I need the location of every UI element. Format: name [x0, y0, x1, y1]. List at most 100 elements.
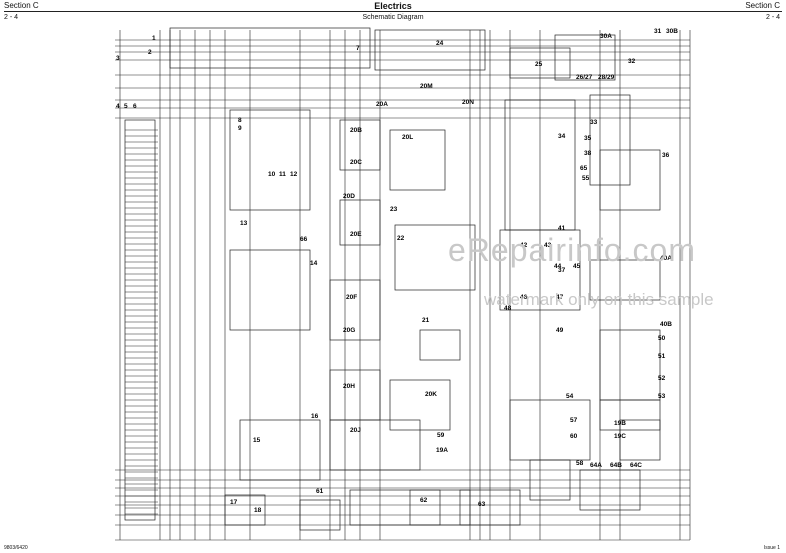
- section-label-left: Section C: [4, 1, 39, 10]
- module-box: [329, 369, 381, 421]
- component-label: 44: [554, 263, 562, 270]
- component-label: 58: [576, 460, 584, 467]
- component-label: 9: [238, 125, 242, 132]
- module-box: [389, 129, 446, 191]
- component-label: 30A: [600, 33, 612, 40]
- component-label: 15: [253, 437, 261, 444]
- component-label: 26/27: [576, 74, 593, 81]
- component-label: 18: [254, 507, 262, 514]
- component-label: 24: [436, 40, 444, 47]
- component-label: 35: [584, 135, 592, 142]
- component-label: 19B: [614, 420, 626, 427]
- component-label: 7: [356, 45, 360, 52]
- module-box: [169, 27, 371, 69]
- component-label: 2: [148, 49, 152, 56]
- component-label: 20E: [350, 231, 362, 238]
- module-box: [339, 199, 381, 246]
- component-label: 43: [544, 242, 552, 249]
- module-box: [229, 249, 311, 331]
- component-label: 48: [504, 305, 512, 312]
- component-label: 64C: [630, 462, 642, 469]
- module-box: [459, 489, 521, 526]
- component-label: 19C: [614, 433, 626, 440]
- component-label: 55: [582, 175, 590, 182]
- component-label: 60: [570, 433, 578, 440]
- module-box: [599, 399, 661, 431]
- module-box: [239, 419, 321, 481]
- component-label: 6: [133, 103, 137, 110]
- module-box: [299, 499, 341, 531]
- component-label: 51: [658, 353, 666, 360]
- component-label: 20D: [343, 193, 355, 200]
- component-label: 3: [116, 55, 120, 62]
- component-label: 20A: [376, 101, 388, 108]
- component-label: 64A: [590, 462, 602, 469]
- component-label: 20B: [350, 127, 362, 134]
- component-label: 20K: [425, 391, 437, 398]
- component-label: 47: [556, 294, 564, 301]
- component-label: 10: [268, 171, 276, 178]
- page-number-left: 2 - 4: [4, 14, 19, 21]
- component-label: 32: [628, 58, 636, 65]
- component-label: 1: [152, 35, 156, 42]
- component-label: 33: [590, 119, 598, 126]
- component-label: 4: [116, 103, 120, 110]
- component-label: 25: [535, 61, 543, 68]
- module-box: [509, 47, 571, 79]
- component-label: 20F: [346, 294, 357, 301]
- module-box: [579, 469, 641, 511]
- component-label: 40A: [660, 255, 672, 262]
- module-box: [599, 149, 661, 211]
- page-title: Electrics: [374, 1, 412, 11]
- component-label: 45: [573, 263, 581, 270]
- component-label: 41: [558, 225, 566, 232]
- module-box: [589, 259, 661, 301]
- page-number-right: 2 - 4: [765, 14, 780, 21]
- component-label: 20M: [420, 83, 433, 90]
- module-box: [124, 119, 156, 521]
- component-label: 37: [558, 267, 566, 274]
- component-label: 61: [316, 488, 324, 495]
- component-label: 12: [290, 171, 298, 178]
- module-box: [419, 329, 461, 361]
- component-label: 17: [230, 499, 238, 506]
- component-label: 36: [662, 152, 670, 159]
- component-label: 40B: [660, 321, 672, 328]
- module-box: [339, 119, 381, 171]
- module-box: [589, 94, 631, 186]
- module-box: [394, 224, 476, 291]
- component-label: 11: [279, 171, 286, 178]
- component-label: 5: [124, 103, 128, 110]
- component-label: 22: [397, 235, 405, 242]
- component-label: 34: [558, 133, 566, 140]
- module-box: [229, 109, 311, 211]
- component-label: 57: [570, 417, 578, 424]
- component-label: 19A: [436, 447, 448, 454]
- module-box: [409, 489, 471, 526]
- component-label: 20N: [462, 99, 474, 106]
- module-box: [509, 399, 591, 461]
- component-label: 62: [420, 497, 428, 504]
- component-label: 65: [580, 165, 588, 172]
- watermark-brand: eRepairinfo.com: [448, 232, 696, 268]
- component-label: 59: [437, 432, 445, 439]
- component-label: 20H: [343, 383, 355, 390]
- page-subtitle: Schematic Diagram: [362, 14, 424, 21]
- component-label: 23: [390, 206, 398, 213]
- module-box: [599, 329, 661, 401]
- component-label: 16: [311, 413, 319, 420]
- component-label: 38: [584, 150, 592, 157]
- component-label: 30B: [666, 28, 678, 35]
- component-label: 20C: [350, 159, 362, 166]
- component-label: 53: [658, 393, 666, 400]
- component-label: 49: [556, 327, 564, 334]
- component-label: 14: [310, 260, 318, 267]
- component-label: 31: [654, 28, 662, 35]
- component-label: 42: [520, 242, 528, 249]
- component-label: 20L: [402, 134, 413, 141]
- section-label-right: Section C: [745, 1, 780, 10]
- module-box: [224, 494, 266, 526]
- component-label: 54: [566, 393, 574, 400]
- module-box: [619, 419, 661, 461]
